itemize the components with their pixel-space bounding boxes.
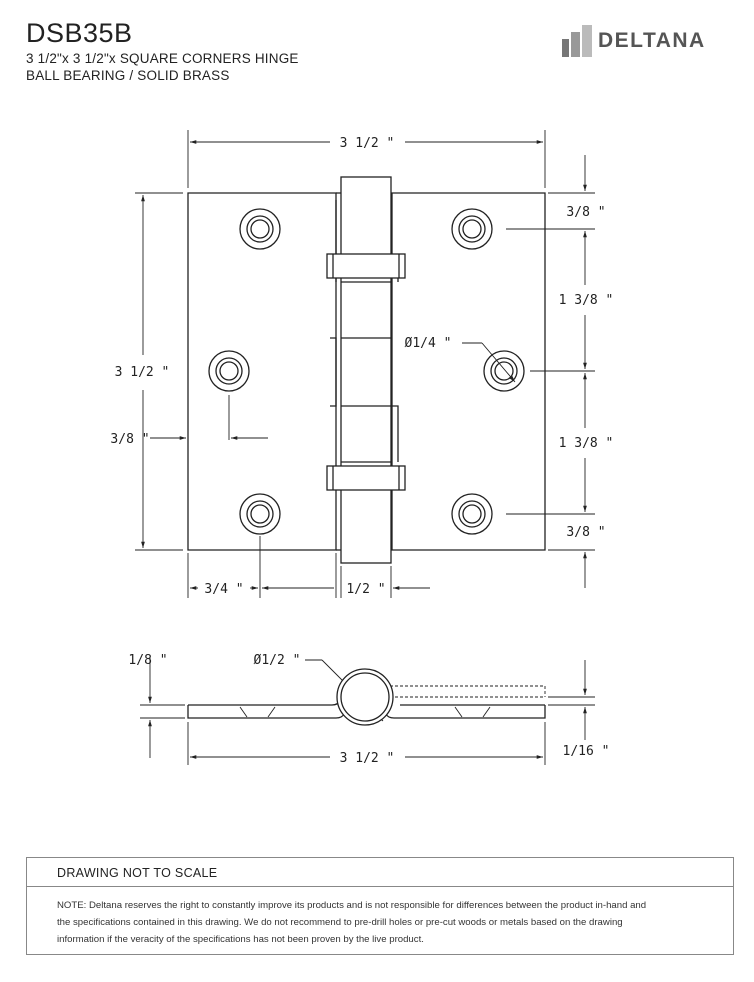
- dim-overall-height: 3 1/2 ": [115, 365, 170, 380]
- page-subtitle-line2: BALL BEARING / SOLID BRASS: [26, 68, 230, 83]
- hinge-barrel: [340, 176, 392, 564]
- side-right-leaf: [385, 704, 546, 719]
- note-body: NOTE: Deltana reserves the right to cons…: [57, 897, 717, 948]
- note-line: the specifications contained in this dra…: [57, 917, 623, 928]
- dim-hole-spacing-upper: 1 3/8 ": [559, 293, 614, 308]
- dim-overall-width: 3 1/2 ": [340, 136, 395, 151]
- dim-leaf-thickness-top: 1/8 ": [128, 653, 167, 668]
- dim-knuckle-width: 1/2 ": [346, 582, 385, 597]
- dim-left-edge-offset: 3/8 ": [110, 432, 149, 447]
- note-line: information if the veracity of the speci…: [57, 934, 424, 945]
- bearing-top: [326, 253, 406, 279]
- screw-holes: [208, 208, 525, 535]
- page-title: DSB35B: [26, 18, 133, 48]
- dim-hole-x-offset: 3/4 ": [204, 582, 243, 597]
- dim-hole-spacing-lower: 1 3/8 ": [559, 436, 614, 451]
- note-heading: DRAWING NOT TO SCALE: [27, 858, 733, 887]
- right-leaf: [391, 192, 546, 551]
- side-knuckle: [336, 668, 394, 726]
- note-box: DRAWING NOT TO SCALE NOTE: Deltana reser…: [26, 857, 734, 955]
- bearing-bottom: [326, 465, 406, 491]
- dim-hole-diameter: Ø1/4 ": [405, 336, 452, 351]
- hinge-drawing: 3 1/2 " 3 1/2 " 3/8 " 1 3/8 " 1 3/8 " 3/…: [110, 130, 614, 766]
- logo-text: DELTANA: [598, 29, 706, 52]
- dim-bottom-offset: 3/8 ": [566, 525, 605, 540]
- page-subtitle-line1: 3 1/2"x 3 1/2"x SQUARE CORNERS HINGE: [26, 51, 299, 66]
- brand-logo: DELTANA: [562, 24, 706, 58]
- note-line: NOTE: Deltana reserves the right to cons…: [57, 900, 647, 911]
- dim-top-offset: 3/8 ": [566, 205, 605, 220]
- left-leaf: [187, 192, 337, 551]
- side-left-leaf: [187, 699, 345, 719]
- deltana-logo-icon: [562, 25, 592, 57]
- dim-leaf-thickness: 1/16 ": [563, 744, 610, 759]
- dim-knuckle-diameter: Ø1/2 ": [254, 653, 301, 668]
- dim-side-overall-width: 3 1/2 ": [340, 751, 395, 766]
